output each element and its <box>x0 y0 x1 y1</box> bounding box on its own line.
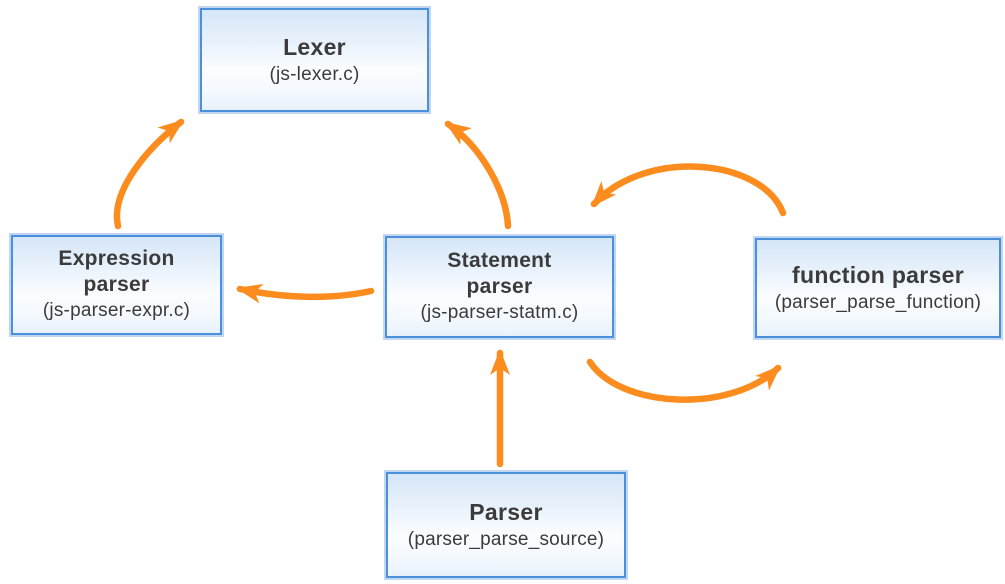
node-lexer-subtitle: (js-lexer.c) <box>269 63 360 85</box>
node-statement-parser-title: Statement parser <box>447 249 552 298</box>
node-expression-parser: Expression parser (js-parser-expr.c) <box>11 235 222 335</box>
node-parser-title: Parser <box>469 498 543 525</box>
node-statement-parser-subtitle: (js-parser-statm.c) <box>420 302 579 324</box>
node-statement-parser: Statement parser (js-parser-statm.c) <box>385 236 614 338</box>
node-lexer: Lexer (js-lexer.c) <box>200 8 429 112</box>
arrow-function-parser-to-statement-parser <box>590 163 787 217</box>
arrow-expression-parser-to-lexer <box>113 118 185 230</box>
arrow-statement-parser-to-lexer <box>444 120 512 230</box>
node-expression-parser-subtitle: (js-parser-expr.c) <box>42 300 191 322</box>
node-parser-subtitle: (parser_parse_source) <box>407 528 605 550</box>
arrow-statement-parser-to-expression-parser <box>236 283 375 304</box>
node-parser: Parser (parser_parse_source) <box>386 472 626 578</box>
node-lexer-title: Lexer <box>283 33 346 60</box>
node-function-parser-title: function parser <box>792 261 964 288</box>
arrow-statement-parser-to-function-parser <box>586 358 782 403</box>
node-function-parser-subtitle: (parser_parse_function) <box>774 291 982 313</box>
node-function-parser: function parser (parser_parse_function) <box>755 238 1001 338</box>
node-expression-parser-title: Expression parser <box>58 247 175 296</box>
